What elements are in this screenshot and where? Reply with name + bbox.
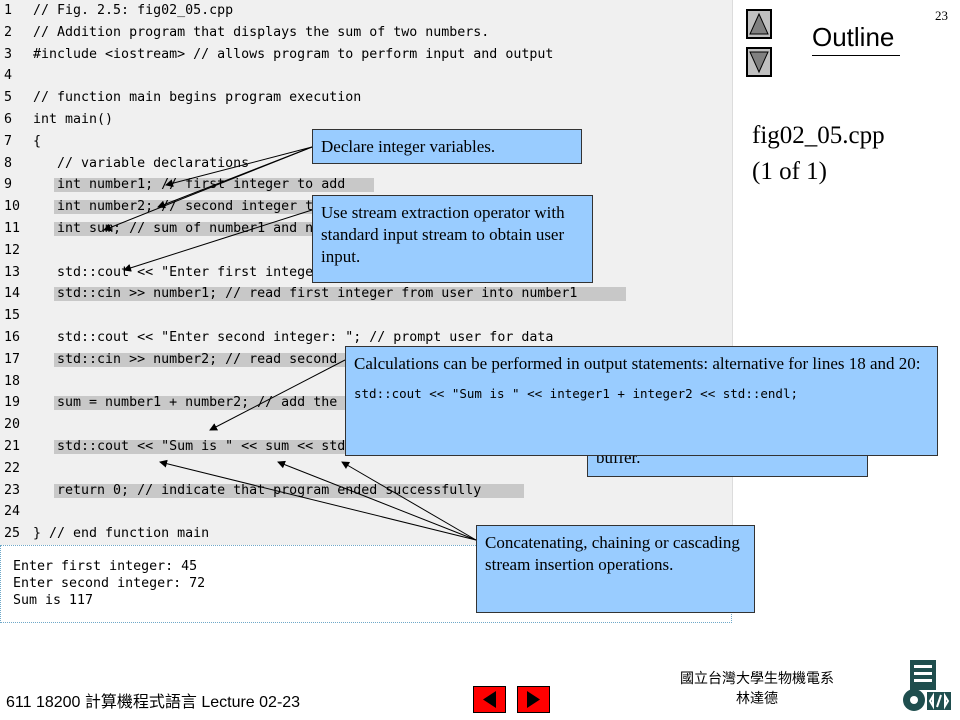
callout-concatenating: Concatenating, chaining or cascading str… (476, 525, 755, 613)
line-number: 23 (4, 482, 21, 498)
page-label: (1 of 1) (752, 158, 827, 185)
callout-concatenating-text: Concatenating, chaining or cascading str… (485, 533, 740, 574)
code-line: 14 std::cin >> number1; // read first in… (0, 283, 732, 305)
code-text: { (33, 133, 42, 149)
code-line: 3 #include <iostream> // allows program t… (0, 44, 732, 66)
code-text: int main() (33, 112, 114, 127)
code-line: 2 // Addition program that displays the s… (0, 22, 732, 44)
department-label: 國立台灣大學生物機電系 (680, 670, 834, 686)
triangle-down-icon (749, 51, 769, 74)
line-number: 16 (4, 330, 21, 345)
department-logo-icon (903, 660, 951, 711)
next-slide-button[interactable] (517, 686, 550, 713)
callout-extraction: Use stream extraction operator with stan… (312, 195, 593, 283)
line-number: 13 (4, 264, 21, 280)
line-number: 14 (4, 286, 21, 302)
callout-calculations-text: Calculations can be performed in output … (354, 354, 921, 373)
code-text: // function main begins program executio… (33, 90, 362, 106)
line-number: 9 (4, 177, 13, 193)
output-line: Enter first integer: 45 (13, 559, 198, 574)
line-number: 10 (4, 199, 21, 215)
line-number: 8 (4, 155, 13, 171)
line-number: 21 (4, 439, 21, 454)
code-text: // Fig. 2.5: fig02_05.cpp (33, 3, 234, 18)
code-text: } // end function main (33, 526, 210, 542)
instructor-label: 林達德 (736, 690, 778, 706)
line-highlight (54, 440, 374, 454)
code-line: 15 (0, 305, 732, 327)
code-line: 1 // Fig. 2.5: fig02_05.cpp (0, 0, 732, 22)
line-number: 3 (4, 46, 13, 62)
outline-up-button[interactable] (746, 9, 772, 39)
code-text: int number2; // second integer to add (33, 199, 354, 215)
line-highlight (54, 287, 626, 302)
line-number: 12 (4, 242, 21, 258)
triangle-right-icon (527, 691, 540, 708)
callout-calculations-code: std::cout << "Sum is " << integer1 + int… (354, 386, 799, 401)
callout-extraction-text: Use stream extraction operator with stan… (321, 203, 565, 266)
line-number: 7 (4, 133, 13, 149)
code-text: // variable declarations (33, 155, 250, 171)
code-text: std::cout << "Enter second integer: "; /… (33, 330, 554, 345)
line-number: 5 (4, 90, 13, 106)
code-line: 5 // function main begins program executi… (0, 87, 732, 109)
code-line: 22 (0, 458, 732, 480)
code-line: 9 int number1; // first integer to add (0, 174, 732, 196)
code-line: 7{ (0, 131, 732, 153)
triangle-left-icon (483, 691, 496, 708)
line-number: 18 (4, 373, 21, 389)
prev-slide-button[interactable] (473, 686, 506, 713)
page-number: 23 (935, 8, 948, 23)
line-number: 20 (4, 417, 21, 433)
code-text: std::cin >> number1; // read first integ… (33, 286, 578, 302)
callout-declare: Declare integer variables. (312, 129, 582, 164)
line-number: 1 (4, 3, 13, 18)
line-number: 4 (4, 68, 13, 84)
code-line: 23 return 0; // indicate that program en… (0, 480, 732, 502)
code-text: int number1; // first integer to add (33, 177, 346, 193)
line-number: 15 (4, 308, 21, 324)
code-text: return 0; // indicate that program ended… (33, 482, 482, 498)
outline-title: Outline (812, 22, 895, 52)
code-line: 24 (0, 501, 732, 523)
line-number: 11 (4, 221, 21, 236)
line-number: 6 (4, 112, 13, 127)
code-text: // Addition program that displays the su… (33, 24, 490, 40)
output-line: Sum is 117 (13, 593, 94, 608)
triangle-up-icon (749, 12, 769, 35)
line-number: 22 (4, 460, 21, 476)
code-line: 4 (0, 65, 732, 87)
code-line: 12 (0, 240, 732, 262)
line-number: 17 (4, 351, 21, 367)
line-number: 25 (4, 526, 21, 542)
outline-down-button[interactable] (746, 47, 772, 77)
file-label: fig02_05.cpp (752, 122, 885, 149)
callout-declare-text: Declare integer variables. (321, 137, 496, 156)
outline-divider (812, 55, 900, 56)
line-number: 19 (4, 395, 21, 411)
line-number: 24 (4, 504, 21, 520)
code-line: 18 (0, 371, 732, 393)
callout-calculations: Calculations can be performed in output … (345, 346, 938, 456)
code-line: 6 int main() (0, 109, 732, 131)
course-footer: 611 18200 計算機程式語言 Lecture 02-23 (6, 694, 301, 711)
code-line: 16 std::cout << "Enter second integer: "… (0, 327, 732, 349)
line-number: 2 (4, 24, 13, 40)
output-line: Enter second integer: 72 (13, 576, 206, 591)
code-text: #include <iostream> // allows program to… (33, 46, 554, 62)
code-line: 20 (0, 414, 732, 436)
